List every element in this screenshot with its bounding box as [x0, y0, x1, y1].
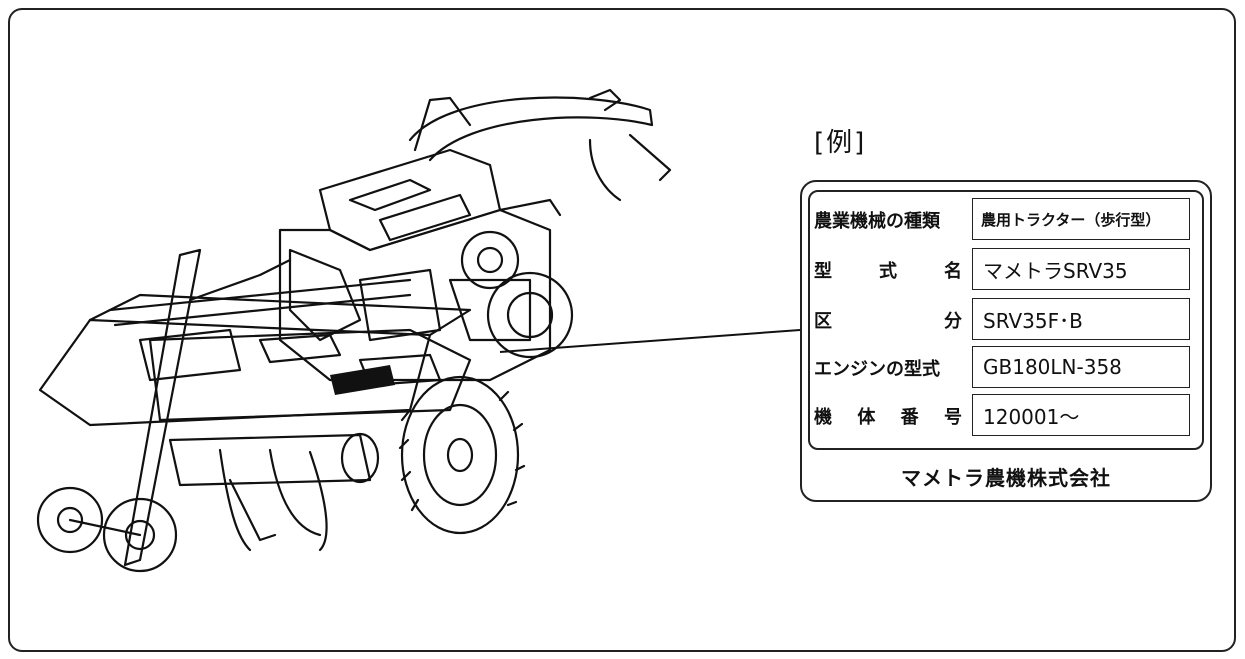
- plate-value: SRV35F･B: [972, 298, 1190, 340]
- plate-row-engine-model: エンジンの型式 GB180LN-358: [814, 346, 1198, 390]
- plate-label: 農業機械の種類: [814, 211, 940, 232]
- tiller-illustration: [36, 88, 672, 573]
- plate-label: 機 体 番 号: [814, 407, 962, 428]
- plate-value: マメトラSRV35: [972, 248, 1190, 290]
- plate-label: 型 式 名: [814, 261, 962, 282]
- plate-value: 農用トラクター（歩行型）: [972, 198, 1190, 240]
- plate-value: GB180LN-358: [972, 346, 1190, 388]
- plate-row-category: 区 分 SRV35F･B: [814, 298, 1198, 342]
- plate-value: 120001～: [972, 394, 1190, 436]
- nameplate-inner-border: [808, 190, 1204, 450]
- company-name: マメトラ農機株式会社: [901, 465, 1111, 490]
- example-label: [例]: [814, 128, 867, 158]
- plate-label: エンジンの型式: [814, 359, 940, 380]
- plate-row-serial-number: 機 体 番 号 120001～: [814, 394, 1198, 438]
- plate-label: 区 分: [814, 311, 962, 332]
- plate-row-machine-type: 農業機械の種類 農用トラクター（歩行型）: [814, 198, 1198, 242]
- plate-row-model: 型 式 名 マメトラSRV35: [814, 248, 1198, 292]
